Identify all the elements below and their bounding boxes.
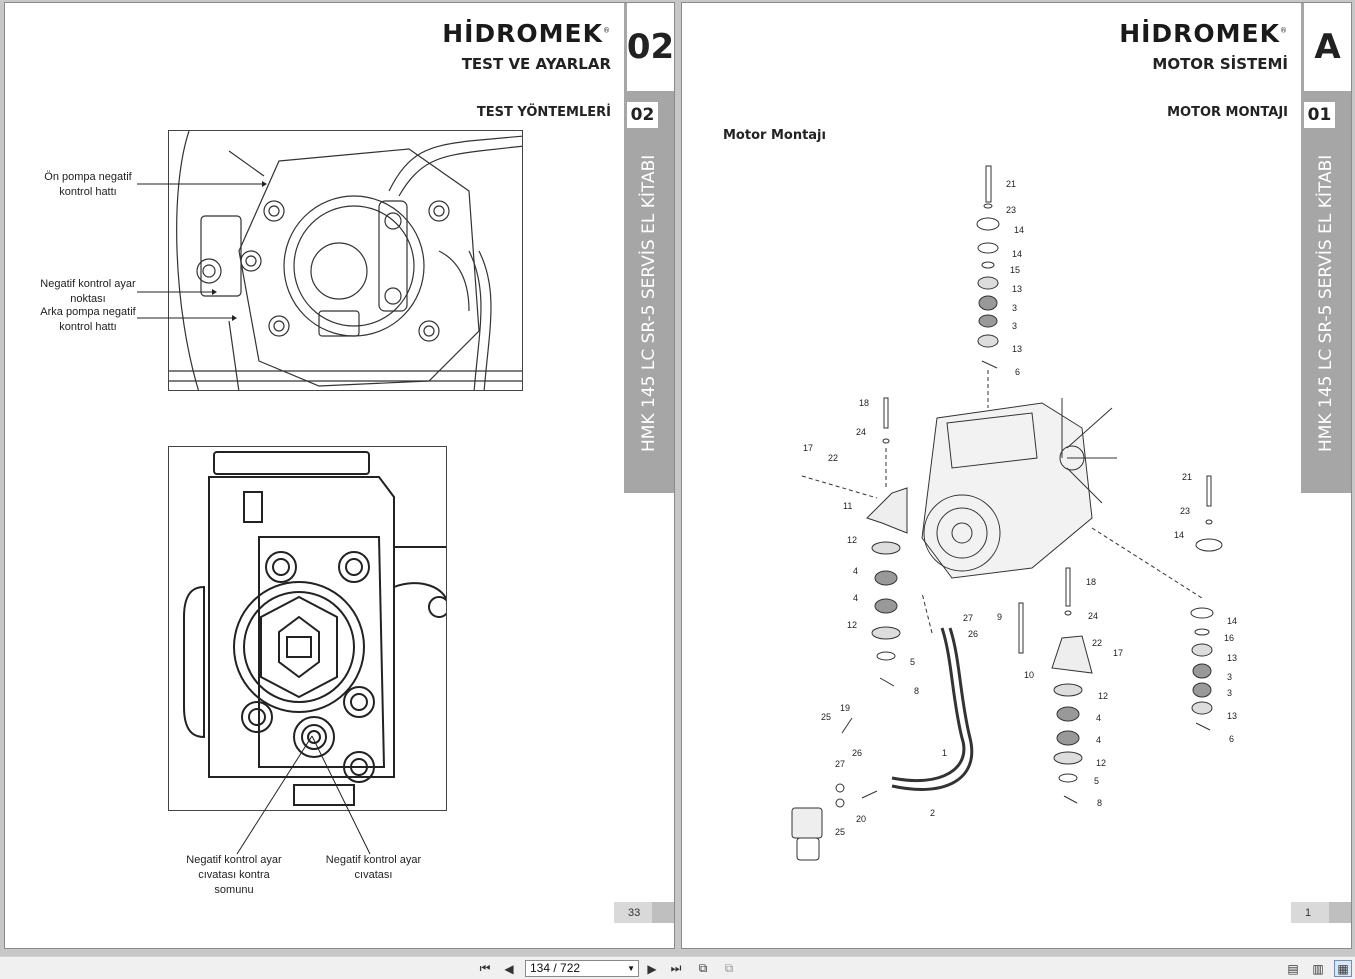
- book-title-vertical: HMK 145 LC SR-5 SERVİS EL KİTABI: [639, 154, 659, 452]
- adjustment-drawing: [183, 451, 446, 806]
- page-number: 33: [614, 902, 674, 923]
- pump-photo-figure: [168, 130, 523, 391]
- callout-1: 1: [942, 748, 948, 758]
- callout-4b: 4: [853, 593, 859, 603]
- next-page-icon[interactable]: ▶: [647, 961, 657, 976]
- prev-page-icon[interactable]: ◀: [504, 961, 514, 976]
- callout-18c: 18: [1086, 577, 1097, 587]
- page-number-input[interactable]: 134 / 722▼: [525, 960, 639, 977]
- adjust-bolt-label: Negatif kontrol ayar cıvatası: [325, 854, 422, 881]
- callout-15: 15: [1010, 265, 1021, 275]
- callout-13b: 13: [1012, 344, 1023, 354]
- chapter-side-tab: 02 02 HMK 145 LC SR-5 SERVİS EL KİTABI: [624, 3, 674, 493]
- first-page-icon[interactable]: ⏮: [479, 961, 491, 975]
- callout-24: 24: [856, 427, 867, 437]
- callout-4d: 4: [1096, 735, 1102, 745]
- hidromek-logo: HİDROMEK®: [442, 19, 611, 48]
- previous-view-icon[interactable]: ⧉: [698, 961, 708, 975]
- callout-3b: 3: [1012, 321, 1018, 331]
- callout-14r: 14: [1174, 530, 1185, 540]
- callout-16f: 16: [1224, 633, 1235, 643]
- chapter-letter: A: [1301, 3, 1351, 91]
- section-number: 02: [624, 99, 658, 131]
- callout-13g: 13: [1227, 711, 1238, 721]
- continuous-view-icon[interactable]: ▥: [1312, 961, 1324, 976]
- engine-mount-exploded-diagram: [791, 165, 1223, 861]
- callout-6: 6: [1015, 367, 1021, 377]
- callout-12d: 12: [1096, 758, 1107, 768]
- callout-5: 5: [910, 657, 916, 667]
- callout-3f: 3: [1227, 672, 1233, 682]
- adjustment-closeup-figure: [168, 446, 447, 811]
- callout-24c: 24: [1088, 611, 1099, 621]
- callout-6f: 6: [1229, 734, 1235, 744]
- chevron-down-icon[interactable]: ▼: [627, 964, 635, 973]
- callout-3: 3: [1012, 303, 1018, 313]
- callout-25: 25: [821, 712, 832, 722]
- callout-13f: 13: [1227, 653, 1238, 663]
- pdf-navigation-toolbar: ⏮ ◀ 134 / 722▼ ▶ ⏭ ⧉ ⧉ ▤ ▥ ▦: [0, 956, 1355, 979]
- callout-17c: 17: [1113, 648, 1124, 658]
- callout-8c: 8: [1097, 798, 1103, 808]
- book-title-vertical: HMK 145 LC SR-5 SERVİS EL KİTABI: [1316, 154, 1336, 452]
- callout-14: 14: [1014, 225, 1025, 235]
- callout-19: 19: [840, 703, 851, 713]
- page-number: 1: [1291, 902, 1351, 923]
- callout-21r: 21: [1182, 472, 1193, 482]
- callout-14f: 14: [1227, 616, 1238, 626]
- section-title: TEST YÖNTEMLERİ: [476, 105, 611, 120]
- callout-26: 26: [968, 629, 979, 639]
- callout-23r: 23: [1180, 506, 1191, 516]
- callout-20: 20: [856, 814, 867, 824]
- adjust-point-label: Negatif kontrol ayar noktası: [40, 278, 136, 305]
- callout-2: 2: [930, 808, 936, 818]
- callout-3g: 3: [1227, 688, 1233, 698]
- callout-26b: 26: [852, 748, 863, 758]
- callout-27: 27: [963, 613, 974, 623]
- callout-12c: 12: [1098, 691, 1109, 701]
- next-view-icon[interactable]: ⧉: [724, 961, 734, 975]
- last-page-icon[interactable]: ⏭: [670, 961, 682, 975]
- callout-12: 12: [847, 535, 858, 545]
- section-number: 01: [1301, 99, 1335, 131]
- callout-14b: 14: [1012, 249, 1023, 259]
- motor-heading: Motor Montajı: [723, 128, 826, 143]
- callout-25b: 25: [835, 827, 846, 837]
- chapter-number: 02: [624, 3, 674, 91]
- callout-23: 23: [1006, 205, 1017, 215]
- callout-22c: 22: [1092, 638, 1103, 648]
- callout-10: 10: [1024, 670, 1035, 680]
- callout-17: 17: [803, 443, 814, 453]
- hidromek-logo: HİDROMEK®: [1119, 19, 1288, 48]
- callout-11: 11: [843, 501, 853, 511]
- facing-view-icon[interactable]: ▦: [1334, 960, 1352, 977]
- right-document-page: HİDROMEK® MOTOR SİSTEMİ MOTOR MONTAJI A …: [681, 2, 1352, 949]
- callout-13: 13: [1012, 284, 1023, 294]
- single-page-view-icon[interactable]: ▤: [1287, 961, 1299, 976]
- chapter-title: TEST VE AYARLAR: [461, 55, 611, 73]
- section-title: MOTOR MONTAJI: [1167, 105, 1288, 120]
- callout-4c: 4: [1096, 713, 1102, 723]
- callout-12b: 12: [847, 620, 858, 630]
- callout-9: 9: [997, 612, 1003, 622]
- rear-pump-label: Arka pompa negatif kontrol hattı: [40, 306, 136, 333]
- lock-nut-label: Negatif kontrol ayar cıvatası kontra som…: [186, 854, 282, 896]
- left-document-page: HİDROMEK® TEST VE AYARLAR TEST YÖNTEMLER…: [4, 2, 675, 949]
- callout-18: 18: [859, 398, 870, 408]
- chapter-side-tab: A 01 HMK 145 LC SR-5 SERVİS EL KİTABI: [1301, 3, 1351, 493]
- callout-5c: 5: [1094, 776, 1100, 786]
- callout-4: 4: [853, 566, 859, 576]
- front-pump-label: Ön pompa negatif kontrol hattı: [44, 171, 132, 198]
- chapter-title: MOTOR SİSTEMİ: [1152, 55, 1288, 73]
- callout-27b: 27: [835, 759, 846, 769]
- callout-8: 8: [914, 686, 920, 696]
- callout-22: 22: [828, 453, 839, 463]
- callout-21: 21: [1006, 179, 1017, 189]
- pump-drawing: [169, 131, 522, 390]
